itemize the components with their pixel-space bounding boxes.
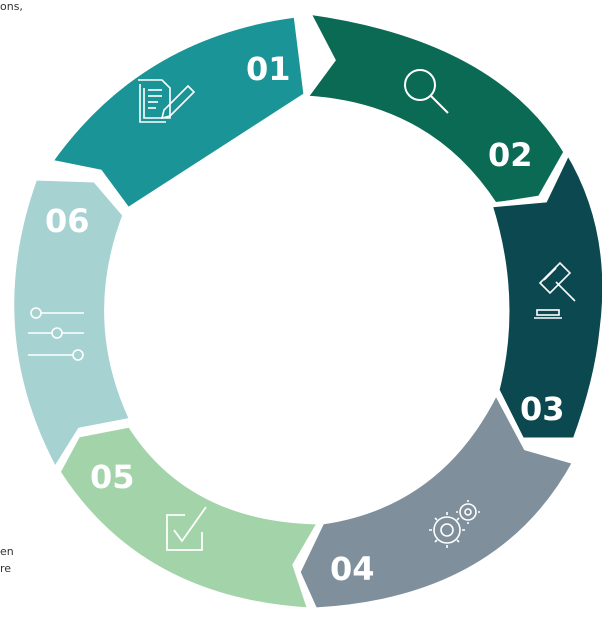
search-icon [404, 69, 449, 114]
gavel-icon [534, 261, 576, 319]
step-04: 04 [295, 386, 579, 613]
checkbox-icon [166, 506, 207, 551]
gears-icon [429, 500, 480, 548]
step-02-segment [300, 8, 569, 208]
document-pen-icon [138, 79, 196, 123]
step-01: 01 [45, 12, 309, 214]
step-05-number: 05 [90, 458, 135, 496]
step-04-number: 04 [330, 550, 375, 588]
cut-off-text-top-left: ons, [0, 0, 23, 13]
cut-off-text-bottom-left-1: en [0, 545, 14, 558]
step-02: 02 [300, 8, 569, 208]
step-01-number: 01 [246, 50, 291, 88]
step-03: 03 [486, 146, 602, 443]
step-04-segment [295, 386, 579, 613]
step-06-number: 06 [45, 202, 90, 240]
step-01-segment [45, 12, 309, 214]
step-03-segment [486, 146, 602, 443]
step-06: 06 [9, 175, 136, 475]
step-06-segment [9, 175, 136, 475]
step-02-number: 02 [488, 136, 533, 174]
step-05-segment [55, 422, 325, 613]
sliders-icon [28, 307, 84, 361]
step-05: 05 [55, 422, 325, 613]
cut-off-text-bottom-left-2: re [0, 562, 12, 575]
step-03-number: 03 [520, 390, 565, 428]
